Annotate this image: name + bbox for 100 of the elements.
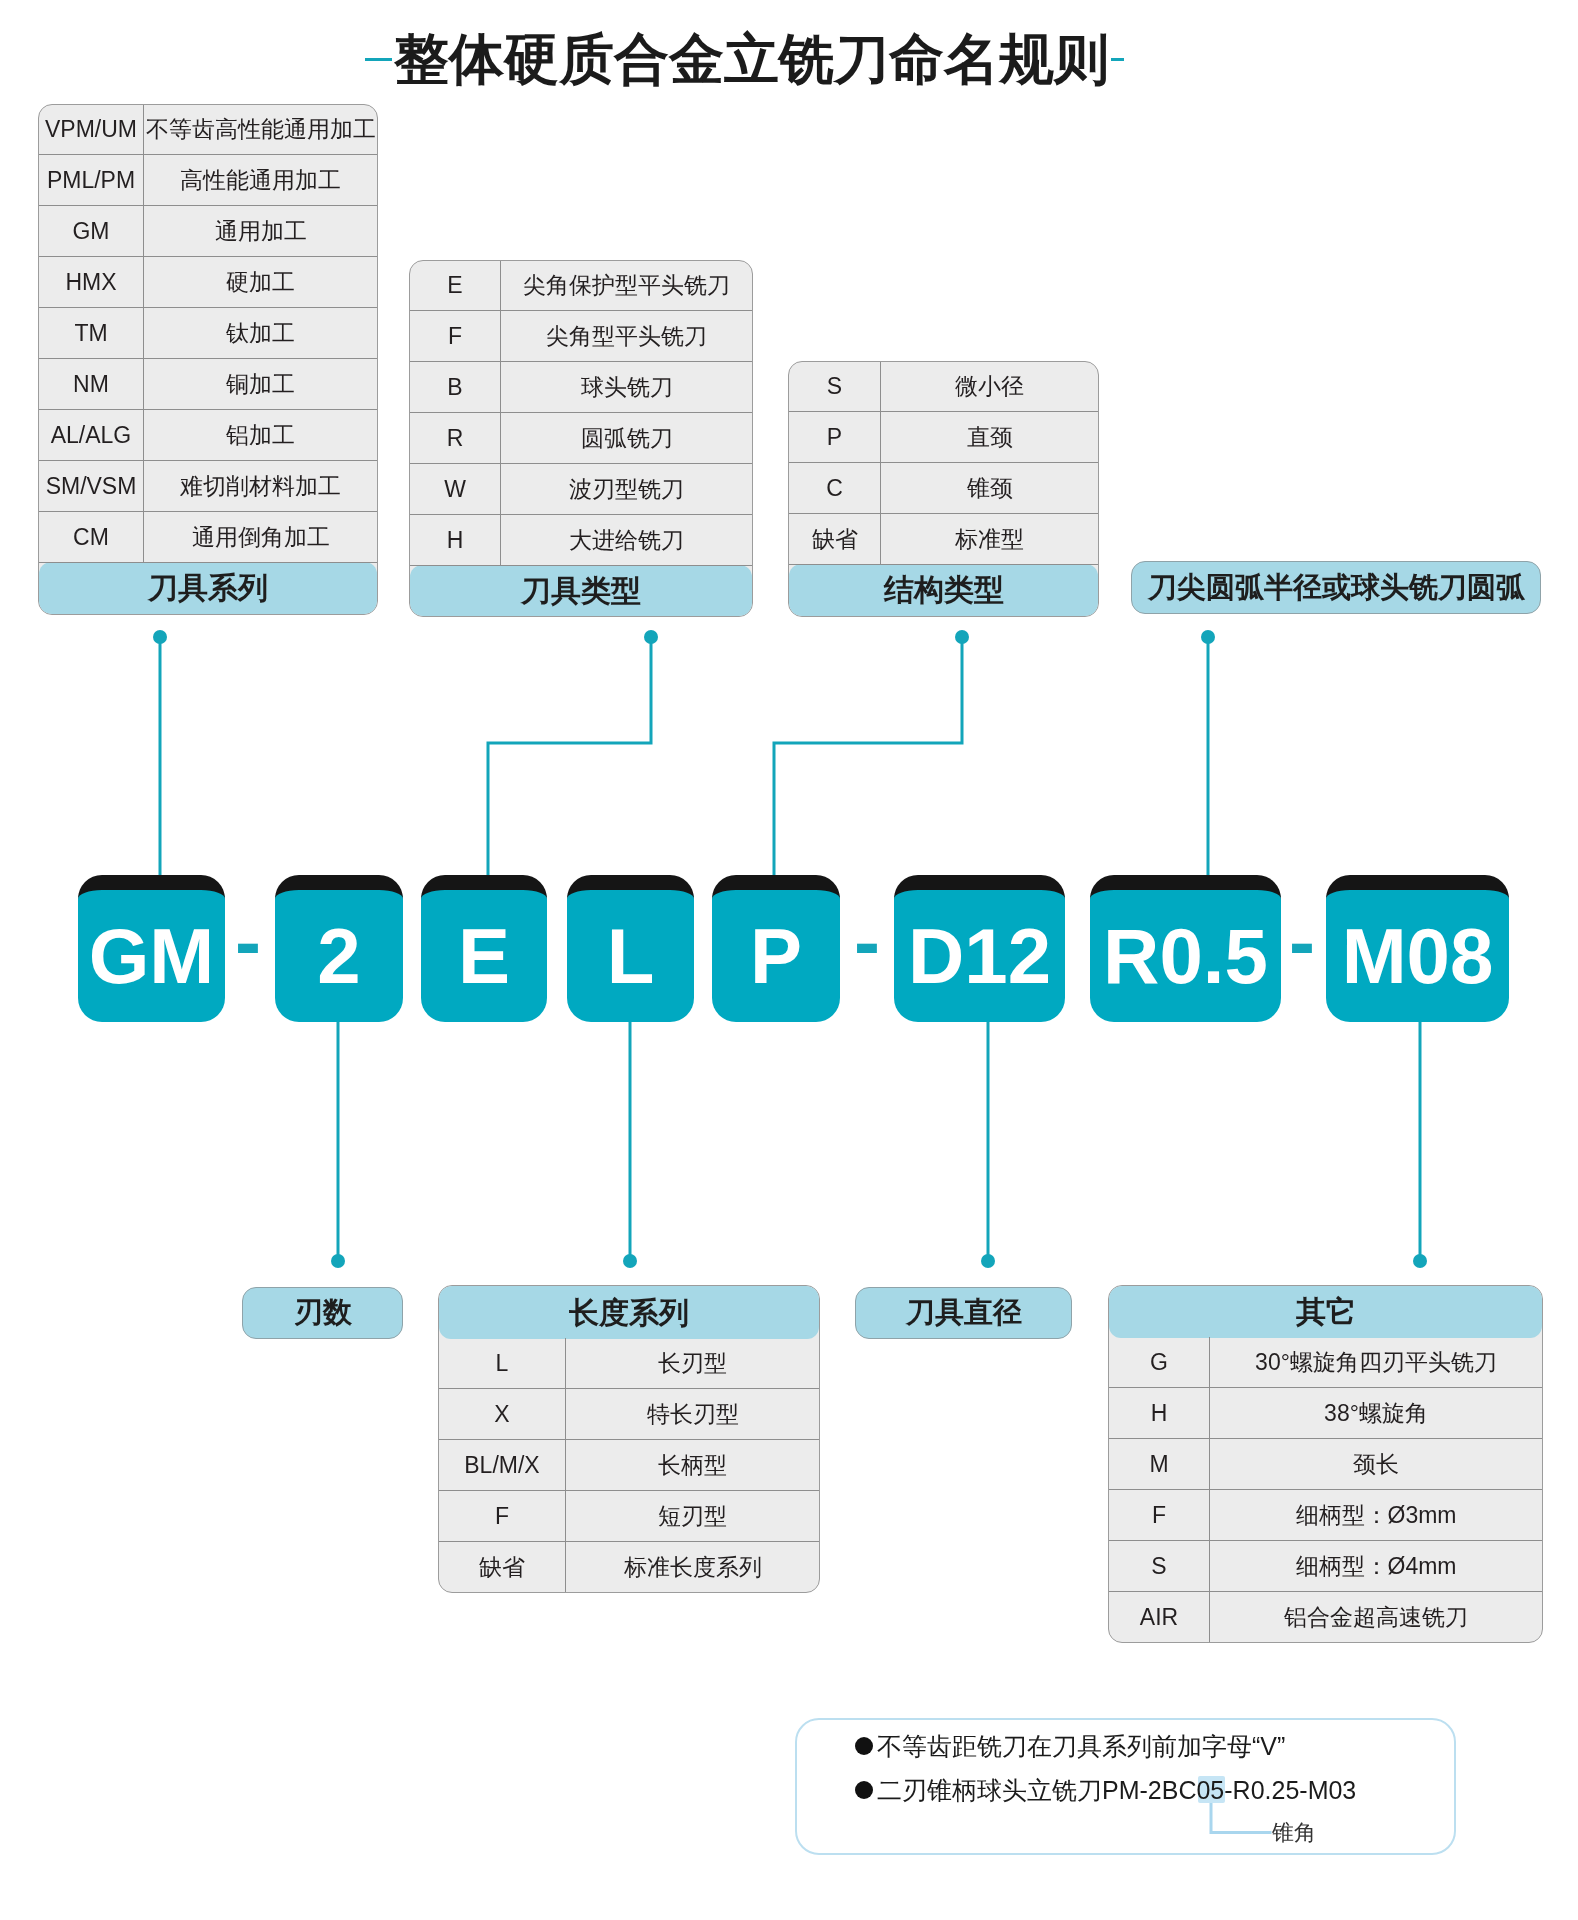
description-label: 硬加工 <box>143 256 377 307</box>
table-row <box>1109 1387 1542 1439</box>
description-label: 锥颈 <box>880 462 1098 513</box>
description-label: 难切削材料加工 <box>143 460 377 511</box>
code-label: 缺省 <box>478 1552 526 1582</box>
leader-line <box>486 630 658 875</box>
code-label: X <box>493 1399 511 1429</box>
table-heading: 其它 <box>1109 1286 1542 1338</box>
code-label: TM <box>73 318 109 348</box>
description-label: 钛加工 <box>143 307 377 358</box>
description-label: 不等齿高性能通用加工 <box>143 105 377 154</box>
code-box: 2 <box>275 875 403 1022</box>
note-text: 不等齿距铣刀在刀具系列前加字母“V” <box>877 1731 1286 1761</box>
description-label: 长柄型 <box>565 1439 819 1490</box>
code-box: M08 <box>1326 875 1509 1022</box>
code-label: B <box>446 372 464 402</box>
code-label: H <box>445 525 465 555</box>
leader-line <box>772 630 969 875</box>
code-label: GM <box>71 216 111 246</box>
code-label: G <box>1149 1347 1169 1377</box>
description-label: 铝加工 <box>143 409 377 460</box>
table-row <box>39 256 377 308</box>
description-label: 高性能通用加工 <box>143 154 377 205</box>
description-label: 铝合金超高速铣刀 <box>1209 1591 1542 1642</box>
code-label: W <box>443 474 467 504</box>
table-row <box>1109 1489 1542 1541</box>
table-row <box>410 310 752 362</box>
table-row <box>39 205 377 257</box>
code-label: P <box>825 422 844 452</box>
table <box>409 260 753 617</box>
table-row <box>410 361 752 413</box>
description-label: 通用加工 <box>143 205 377 256</box>
hyphen: - <box>854 928 880 956</box>
code-box: P <box>712 875 840 1022</box>
heading-box: 刃数 <box>242 1287 403 1339</box>
table-row <box>410 261 752 311</box>
code-label: NM <box>72 369 110 399</box>
table-row <box>1109 1438 1542 1490</box>
note-box <box>795 1718 1456 1855</box>
code-label: AL/ALG <box>49 420 133 450</box>
description-label: 短刃型 <box>565 1490 819 1541</box>
leader-line <box>153 630 167 875</box>
note-text: 二刃锥柄球头立铣刀PM-2BC05-R0.25-M03 <box>877 1775 1357 1805</box>
code-label: CM <box>72 522 110 552</box>
table-row <box>410 412 752 464</box>
code-label: F <box>1150 1500 1168 1530</box>
leader-line <box>1209 1802 1272 1834</box>
code-label: HMX <box>64 267 118 297</box>
leader-line <box>981 1022 995 1268</box>
table <box>1108 1285 1543 1643</box>
table <box>438 1285 820 1593</box>
hyphen: - <box>1289 928 1315 956</box>
table <box>38 104 378 615</box>
code-label: VPM/UM <box>44 114 138 144</box>
table-row <box>39 511 377 563</box>
table <box>788 361 1099 617</box>
code-label: S <box>1150 1551 1168 1581</box>
code-label: BL/M/X <box>463 1450 541 1480</box>
description-label: 大进给铣刀 <box>500 514 752 565</box>
table-row <box>410 514 752 566</box>
description-label: 球头铣刀 <box>500 361 752 412</box>
description-label: 尖角保护型平头铣刀 <box>500 261 752 310</box>
table-heading: 结构类型 <box>789 564 1098 616</box>
leader-line <box>623 1022 637 1268</box>
description-label: 微小径 <box>880 362 1098 411</box>
table-row <box>789 411 1098 463</box>
description-label: 圆弧铣刀 <box>500 412 752 463</box>
description-label: 通用倒角加工 <box>143 511 377 562</box>
table-row <box>410 463 752 515</box>
description-label: 铜加工 <box>143 358 377 409</box>
description-label: 颈长 <box>1209 1438 1542 1489</box>
code-label: AIR <box>1138 1602 1180 1632</box>
title: 整体硬质合金立铣刀命名规则 <box>393 27 1109 92</box>
table-row <box>39 154 377 206</box>
description-label: 30°螺旋角四刃平头铣刀 <box>1209 1336 1542 1387</box>
table-row <box>789 362 1098 412</box>
leader-line <box>331 1022 345 1268</box>
leader-line <box>1413 1022 1427 1268</box>
description-label: 标准型 <box>880 513 1098 564</box>
heading-box: 刀尖圆弧半径或球头铣刀圆弧 <box>1131 561 1541 614</box>
description-label: 直颈 <box>880 411 1098 462</box>
code-label: 缺省 <box>810 524 859 554</box>
table-heading: 刀具系列 <box>39 562 377 614</box>
table-row <box>439 1337 819 1389</box>
table-row <box>1109 1336 1542 1388</box>
description-label: 标准长度系列 <box>565 1541 819 1592</box>
leader-line <box>1201 630 1215 875</box>
description-label: 长刃型 <box>565 1337 819 1388</box>
code-label: C <box>825 473 844 503</box>
code-label: F <box>446 321 464 351</box>
description-label: 细柄型：Ø4mm <box>1209 1540 1542 1591</box>
description-label: 38°螺旋角 <box>1209 1387 1542 1438</box>
code-label: E <box>446 270 464 300</box>
description-label: 特长刃型 <box>565 1388 819 1439</box>
code-box: R0.5 <box>1090 875 1281 1022</box>
code-box: L <box>567 875 694 1022</box>
callout-label: 锥角 <box>1271 1817 1316 1848</box>
table-row <box>789 462 1098 514</box>
code-box: GM <box>78 875 225 1022</box>
table-row <box>39 358 377 410</box>
